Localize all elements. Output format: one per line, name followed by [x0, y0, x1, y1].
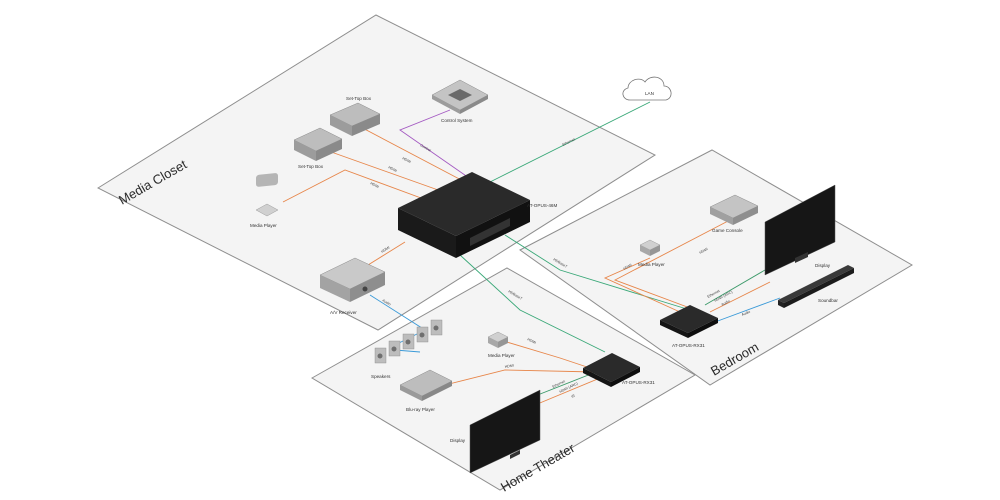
- cable-ethernet-theater-display: [529, 371, 597, 399]
- speakers: Speakers: [371, 319, 443, 379]
- label-game-console: Game Console: [712, 228, 743, 233]
- label-display-bedroom: Display: [815, 263, 831, 268]
- label-receiver-theater: AT-OPUS-RX31: [622, 380, 655, 385]
- cable-hdmi-stb2: [354, 123, 466, 183]
- label-av-receiver: A/V Receiver: [330, 310, 357, 315]
- cable-audio-soundbar: [714, 297, 781, 323]
- wire-label-hdmi-1: HDMI: [402, 156, 412, 164]
- media-player-closet: Media Player: [250, 173, 279, 228]
- label-speakers: Speakers: [371, 374, 391, 379]
- display-bedroom: Display: [764, 184, 836, 276]
- wire-label-hdmi-avr: HDMI: [380, 246, 390, 254]
- wire-label-ethernet-theater: Ethernet: [552, 379, 566, 389]
- cable-ethernet-lan: [489, 101, 651, 183]
- game-console: Game Console: [709, 194, 759, 233]
- cable-hdmi-media-player: [282, 169, 441, 206]
- label-media-player-closet: Media Player: [250, 223, 277, 228]
- cloud-icon: [622, 76, 672, 101]
- wire-label-hdmi-2: HDMI: [388, 165, 398, 173]
- lan-cloud: LAN: [622, 76, 672, 101]
- display-theater: Display: [450, 389, 541, 474]
- wire-label-ethernet-bedroom: Ethernet: [707, 289, 721, 299]
- cable-hdmi-game-console: [613, 219, 731, 309]
- wire-label-hdmi-bedroom-media: HDMI: [623, 263, 633, 271]
- label-media-player-theater: Media Player: [488, 353, 515, 358]
- matrix-switcher: AT-OPUS-46M: [398, 172, 557, 258]
- wire-labels: HDMI HDMI HDMI Control Ethernet HDMI Aud…: [370, 137, 751, 399]
- wire-label-ethernet-lan: Ethernet: [562, 137, 576, 147]
- receiver-bedroom: AT-OPUS-RX31: [660, 305, 718, 348]
- wire-label-control: Control: [420, 143, 432, 152]
- cable-control: [399, 109, 473, 181]
- label-control-system: Control System: [441, 118, 473, 123]
- wire-label-audio-avr: Audio: [382, 298, 392, 306]
- label-receiver-bedroom: AT-OPUS-RX31: [672, 343, 705, 348]
- set-top-box-1: Set-Top Box: [293, 127, 343, 169]
- cable-hdmi-stb1: [319, 147, 456, 197]
- label-set-top-box-1: Set-Top Box: [298, 164, 324, 169]
- cable-hdmi-bedroom-display: [709, 281, 771, 313]
- av-receiver: A/V Receiver: [319, 257, 386, 315]
- wire-label-hdmi-game: HDMI: [699, 247, 709, 255]
- label-media-player-bedroom: Media Player: [638, 262, 665, 267]
- zone-home-theater-panel: [311, 267, 696, 491]
- receiver-theater: AT-OPUS-RX31: [583, 353, 655, 387]
- label-matrix-switcher: AT-OPUS-46M: [527, 203, 557, 208]
- label-lan: LAN: [645, 91, 654, 96]
- cable-hdbaset-theater: [459, 254, 606, 353]
- soundbar: Soundbar: [778, 265, 854, 308]
- label-display-theater: Display: [450, 438, 466, 443]
- wire-label-hdmi-bluray: HDMI: [504, 363, 514, 369]
- wire-label-audio-soundbar: Audio: [741, 310, 751, 317]
- media-player-bedroom: Media Player: [638, 239, 665, 267]
- wire-label-hdbaset-theater: HDBaseT: [507, 289, 523, 301]
- zone-media-closet-panel: [96, 14, 657, 331]
- wire-label-hdmi-theater-media: HDMI: [527, 337, 537, 345]
- cable-hdmi-theater-display: [534, 377, 601, 406]
- wire-label-hdbaset-bedroom: HDBaseT: [552, 257, 568, 269]
- label-bluray-player: Blu-ray Player: [406, 407, 435, 412]
- bluray-player: Blu-ray Player: [399, 369, 453, 412]
- cable-hdmi-bedroom-media: [603, 257, 681, 313]
- control-system: Control System: [431, 79, 489, 123]
- set-top-box-2: Set-Top Box: [329, 96, 381, 136]
- label-set-top-box-2: Set-Top Box: [346, 96, 372, 101]
- wire-label-audio-bedroom: Audio: [721, 299, 731, 307]
- wire-label-ir-theater: IR: [571, 394, 576, 399]
- label-soundbar: Soundbar: [818, 298, 838, 303]
- media-player-theater: Media Player: [487, 331, 515, 358]
- cable-ethernet-bedroom-display: [704, 269, 766, 306]
- cable-hdmi-theater-media: [499, 339, 591, 369]
- cable-hdmi-bluray: [444, 369, 596, 386]
- wire-label-hdmi-3: HDMI: [370, 181, 380, 189]
